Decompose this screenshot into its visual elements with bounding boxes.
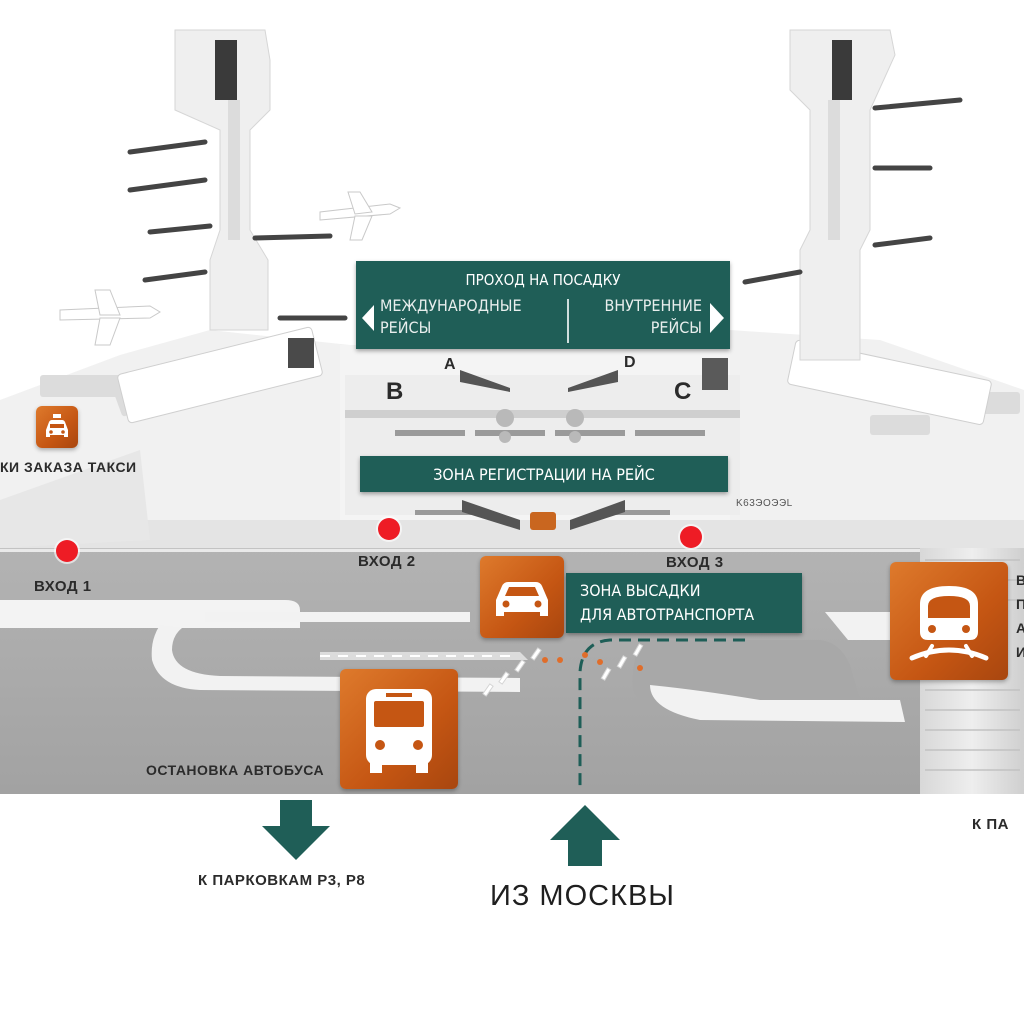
- taxi-icon: [36, 406, 78, 448]
- boarding-sign-international-line1: МЕЖДУНАРОДНЫЕ: [380, 296, 522, 315]
- pier-left: [59, 29, 402, 346]
- terminal-building: [0, 326, 1024, 548]
- entrance-1-marker: [56, 540, 78, 562]
- taxi-label: КИ ЗАКАЗА ТАКСИ: [0, 459, 137, 475]
- boarding-sign-international: МЕЖДУНАРОДНЫЕ РЕЙСЫ: [380, 295, 522, 339]
- right-parking-label: К ПА: [972, 816, 1009, 833]
- zone-d-label: D: [624, 354, 637, 371]
- boarding-sign-title: ПРОХОД НА ПОСАДКУ: [465, 271, 621, 289]
- zone-b-label: B: [386, 378, 404, 405]
- checkin-sign: ЗОНА РЕГИСТРАЦИИ НА РЕЙС: [360, 456, 728, 492]
- dropoff-sign-line1: ЗОНА ВЫСАДКИ: [580, 581, 701, 600]
- boarding-sign-domestic-line1: ВНУТРЕННИЕ: [604, 296, 702, 315]
- train-icon: [890, 562, 1008, 680]
- dropoff-sign: ЗОНА ВЫСАДКИ ДЛЯ АВТОТРАНСПОРТА: [566, 573, 802, 633]
- right-side-label-4: И: [1016, 644, 1024, 660]
- zone-c-label: C: [674, 378, 692, 405]
- boarding-sign-domestic-line2: РЕЙСЫ: [650, 318, 702, 337]
- entrance-3-marker: [680, 526, 702, 548]
- right-side-label-3: А: [1016, 620, 1024, 636]
- bus-stop-label: ОСТАНОВКА АВТОБУСА: [146, 762, 325, 778]
- parking-label: К ПАРКОВКАМ Р3, Р8: [198, 872, 366, 889]
- boarding-sign-domestic: ВНУТРЕННИЕ РЕЙСЫ: [578, 295, 702, 339]
- arrow-left-icon: [362, 305, 374, 331]
- arrow-right-icon: [710, 303, 724, 333]
- dropoff-sign-line2: ДЛЯ АВТОТРАНСПОРТА: [580, 605, 755, 624]
- from-moscow-label: ИЗ МОСКВЫ: [490, 880, 675, 912]
- entrance-1-label: ВХОД 1: [34, 578, 92, 595]
- entrance-3-label: ВХОД 3: [666, 554, 724, 571]
- car-icon: [480, 556, 564, 638]
- right-side-label-1: В: [1016, 572, 1024, 588]
- pier-right: [742, 29, 963, 361]
- checkin-sign-title: ЗОНА РЕГИСТРАЦИИ НА РЕЙС: [433, 465, 655, 484]
- bus-icon: [340, 669, 458, 789]
- counter-code: K63ЭОЭЭL: [736, 498, 793, 509]
- boarding-sign-international-line2: РЕЙСЫ: [380, 318, 432, 337]
- entrance-2-label: ВХОД 2: [358, 553, 416, 570]
- arrow-up-icon: [550, 805, 620, 866]
- zone-a-label: A: [444, 356, 457, 373]
- entrance-2-marker: [378, 518, 400, 540]
- arrow-down-icon: [262, 800, 330, 860]
- right-side-label-2: П: [1016, 596, 1024, 612]
- boarding-sign-divider: [567, 299, 569, 343]
- boarding-sign: ПРОХОД НА ПОСАДКУ МЕЖДУНАРОДНЫЕ РЕЙСЫ ВН…: [356, 261, 730, 349]
